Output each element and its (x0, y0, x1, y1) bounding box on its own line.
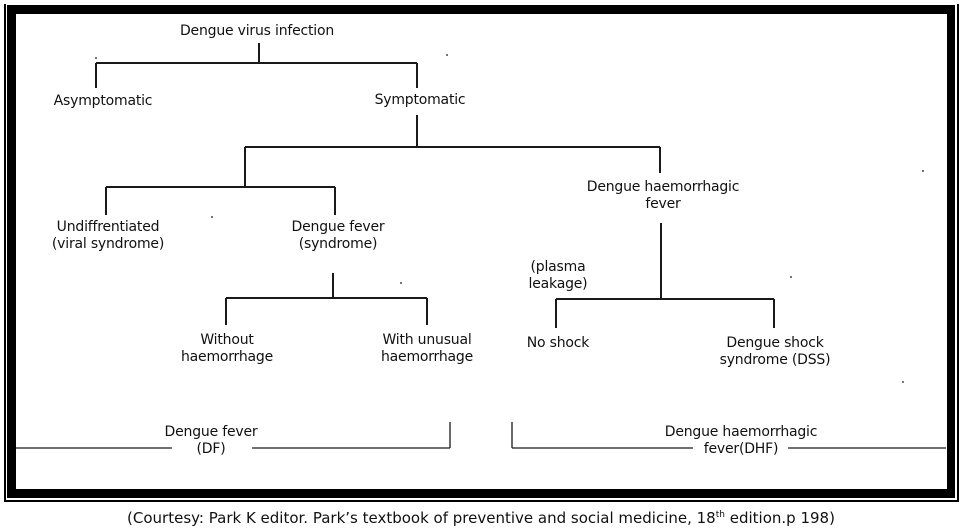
node-dengue-virus-infection: Dengue virus infection (180, 23, 334, 40)
outer-frame-line-bottom (4, 500, 959, 502)
group-label-dengue-haemorrhagic-fever: Dengue haemorrhagic fever(DHF) (665, 424, 818, 458)
scan-speck (211, 216, 213, 218)
node-dengue-fever-syndrome: Dengue fever (syndrome) (292, 219, 385, 253)
node-dengue-shock-syndrome: Dengue shock syndrome (DSS) (720, 335, 831, 369)
group-label-line2: fever(DHF) (703, 441, 779, 457)
node-dengue-haemorrhagic-fever: Dengue haemorrhagic fever (587, 179, 740, 213)
scan-speck (922, 170, 924, 172)
caption-superscript: th (715, 510, 725, 520)
node-label-line1: Without (200, 332, 254, 348)
scan-speck (790, 276, 792, 278)
annotation-plasma-leakage: (plasma leakage) (529, 259, 588, 293)
node-label-line2: haemorrhage (180, 349, 274, 365)
group-label-line1: Dengue haemorrhagic (664, 424, 818, 440)
scan-speck (400, 282, 402, 284)
caption-suffix: edition.p 198) (724, 509, 835, 527)
outer-frame-line-right (957, 4, 959, 501)
node-label-line1: Dengue haemorrhagic (586, 179, 740, 195)
caption-prefix: (Courtesy: Park K editor. Park’s textboo… (127, 509, 716, 527)
node-no-shock: No shock (526, 335, 590, 352)
node-label: Asymptomatic (53, 93, 153, 109)
node-label-line1: With unusual (382, 332, 472, 348)
node-without-haemorrhage: Without haemorrhage (181, 332, 273, 366)
node-symptomatic: Symptomatic (375, 92, 466, 109)
node-label-line2: (syndrome) (298, 236, 378, 252)
scan-speck (95, 57, 97, 59)
node-with-unusual-haemorrhage: With unusual haemorrhage (381, 332, 473, 366)
node-label-line2: (viral syndrome) (51, 236, 165, 252)
group-label-line1: Dengue fever (164, 424, 258, 440)
figure-frame (7, 5, 955, 498)
node-label: Symptomatic (374, 92, 466, 108)
scan-speck (446, 54, 448, 56)
node-label-line1: Dengue shock (726, 335, 824, 351)
node-label-line1: Dengue fever (291, 219, 385, 235)
node-label-line2: syndrome (DSS) (719, 352, 831, 368)
node-label-line1: Undiffrentiated (56, 219, 160, 235)
node-label: Dengue virus infection (179, 23, 335, 39)
figure-caption: (Courtesy: Park K editor. Park’s textboo… (0, 509, 962, 527)
node-label-line2: haemorrhage (380, 349, 474, 365)
group-label-line2: (DF) (196, 441, 226, 457)
node-undifferentiated: Undiffrentiated (viral syndrome) (52, 219, 164, 253)
node-label-line1: No shock (526, 335, 590, 351)
node-label-line2: fever (645, 196, 681, 212)
scan-speck (902, 381, 904, 383)
node-asymptomatic: Asymptomatic (54, 93, 153, 110)
group-label-dengue-fever: Dengue fever (DF) (165, 424, 258, 458)
annotation-line2: leakage) (528, 276, 588, 292)
outer-frame-line (4, 4, 955, 500)
annotation-line1: (plasma (530, 259, 586, 275)
